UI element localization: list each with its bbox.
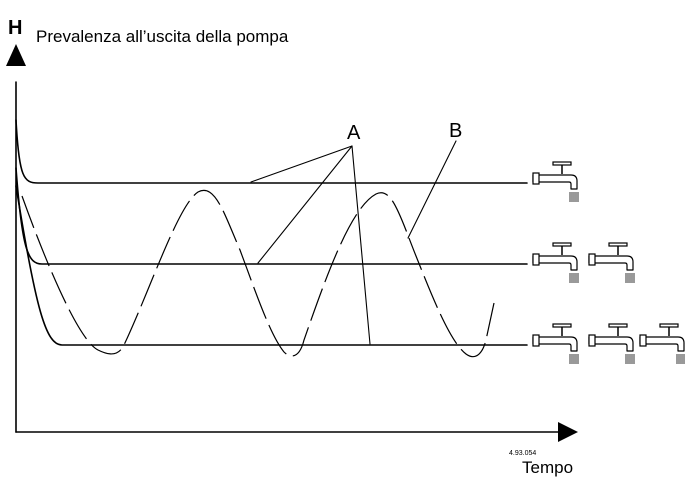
diagram-title: Prevalenza all’uscita della pompa — [36, 27, 289, 46]
water-tap-icon — [532, 242, 579, 284]
y-axis-letter: H — [8, 17, 22, 39]
callout-a-label: A — [347, 122, 361, 144]
callout-a-line-3 — [351, 145, 371, 345]
water-tap-icon — [532, 323, 579, 365]
figure-code: 4.93.054 — [509, 450, 536, 457]
x-axis-arrow-icon — [558, 422, 578, 442]
callout-b-line — [407, 140, 457, 239]
callout-a-line-2 — [257, 145, 353, 264]
level-line-3 — [15, 185, 528, 346]
y-axis-arrow-icon — [6, 44, 26, 66]
level-line-1 — [15, 119, 528, 184]
water-tap-icon — [588, 323, 635, 365]
water-tap-icon — [639, 323, 685, 365]
water-tap-icon — [532, 161, 579, 203]
callout-a-line-1 — [250, 145, 353, 183]
callout-b-label: B — [449, 120, 462, 142]
oscillation-curve — [21, 189, 495, 358]
x-axis-label: Tempo — [522, 458, 573, 477]
water-tap-icon — [588, 242, 635, 284]
